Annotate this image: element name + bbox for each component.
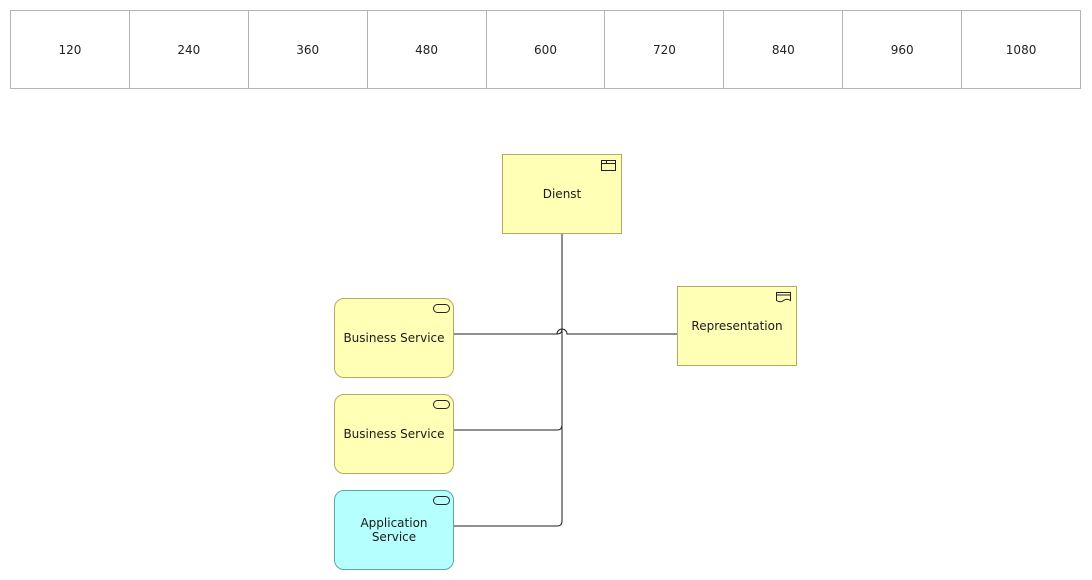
node-label: Application Service bbox=[360, 516, 428, 544]
connector-business-service-2[interactable] bbox=[454, 424, 563, 431]
representation-icon bbox=[776, 292, 791, 303]
ruler-tick: 480 bbox=[368, 11, 487, 88]
service-icon bbox=[433, 400, 450, 411]
business-object-icon bbox=[601, 160, 616, 171]
service-icon bbox=[433, 304, 450, 315]
ruler-tick: 240 bbox=[130, 11, 249, 88]
ruler-tick: 120 bbox=[11, 11, 130, 88]
node-label: Representation bbox=[691, 319, 783, 333]
business-service-node[interactable]: Business Service bbox=[334, 394, 454, 474]
business-service-node[interactable]: Business Service bbox=[334, 298, 454, 378]
connector-dienst-trunk[interactable] bbox=[454, 234, 563, 527]
ruler-tick: 360 bbox=[249, 11, 368, 88]
business-object-dienst[interactable]: Dienst bbox=[502, 154, 622, 234]
service-icon bbox=[433, 496, 450, 507]
node-label: Business Service bbox=[343, 331, 445, 345]
node-label: Dienst bbox=[542, 187, 582, 201]
representation-node[interactable]: Representation bbox=[677, 286, 797, 366]
node-label: Business Service bbox=[343, 427, 445, 441]
ruler-tick: 720 bbox=[605, 11, 725, 88]
ruler-tick: 840 bbox=[724, 11, 844, 88]
ruler-tick: 960 bbox=[843, 11, 963, 88]
application-service-node[interactable]: Application Service bbox=[334, 490, 454, 570]
connector-business-service-1[interactable] bbox=[454, 328, 563, 335]
ruler: 120 240 360 480 600 720 840 960 1080 bbox=[10, 10, 1081, 89]
ruler-tick: 600 bbox=[487, 11, 606, 88]
connector-representation[interactable] bbox=[556, 328, 677, 335]
ruler-tick: 1080 bbox=[1005, 42, 1037, 57]
